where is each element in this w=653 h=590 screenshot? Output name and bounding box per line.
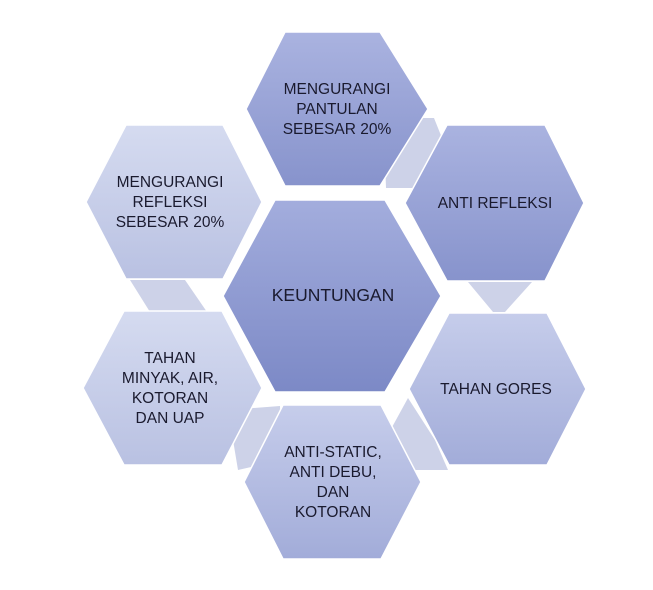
hexagon-upper-left: MENGURANGI REFLEKSI SEBESAR 20% (85, 124, 263, 280)
hexagon-upper-right: ANTI REFLEKSI (404, 124, 585, 282)
hexagon-upper-right-label: ANTI REFLEKSI (438, 195, 553, 212)
connector-upper-right-lower-right (468, 282, 532, 312)
label-line: TAHAN (144, 350, 195, 367)
hexagon-bottom-label: ANTI-STATIC, ANTI DEBU, DAN KOTORAN (284, 444, 382, 521)
label-line: TAHAN GORES (440, 381, 552, 398)
label-line: ANTI DEBU, (290, 464, 377, 481)
label-line: PANTULAN (296, 101, 378, 118)
connector-lower-left-upper-left (130, 280, 207, 312)
hexagon-bottom: ANTI-STATIC, ANTI DEBU, DAN KOTORAN (243, 404, 422, 560)
label-line: KOTORAN (295, 504, 371, 521)
label-line: MENGURANGI (284, 81, 391, 98)
hexagon-lower-right-label: TAHAN GORES (440, 381, 552, 398)
hexagon-lower-left: TAHAN MINYAK, AIR, KOTORAN DAN UAP (82, 310, 263, 466)
label-line: MINYAK, AIR, (122, 370, 218, 387)
label-line: SEBESAR 20% (116, 214, 225, 231)
label-line: SEBESAR 20% (283, 121, 392, 138)
hexagon-lower-left-label: TAHAN MINYAK, AIR, KOTORAN DAN UAP (122, 350, 218, 427)
hexagon-top-label: MENGURANGI PANTULAN SEBESAR 20% (283, 81, 392, 138)
label-line: KEUNTUNGAN (272, 285, 395, 305)
label-line: ANTI REFLEKSI (438, 195, 553, 212)
label-line: KOTORAN (132, 390, 208, 407)
hexagon-center: KEUNTUNGAN (222, 199, 442, 393)
label-line: ANTI-STATIC, (284, 444, 382, 461)
label-line: REFLEKSI (133, 194, 208, 211)
label-line: MENGURANGI (117, 174, 224, 191)
label-line: DAN UAP (136, 410, 205, 427)
hexagon-top: MENGURANGI PANTULAN SEBESAR 20% (245, 31, 429, 187)
hexagon-center-label: KEUNTUNGAN (272, 285, 395, 305)
label-line: DAN (317, 484, 350, 501)
hexagon-upper-left-label: MENGURANGI REFLEKSI SEBESAR 20% (116, 174, 225, 231)
hexagon-lower-right: TAHAN GORES (408, 312, 587, 466)
